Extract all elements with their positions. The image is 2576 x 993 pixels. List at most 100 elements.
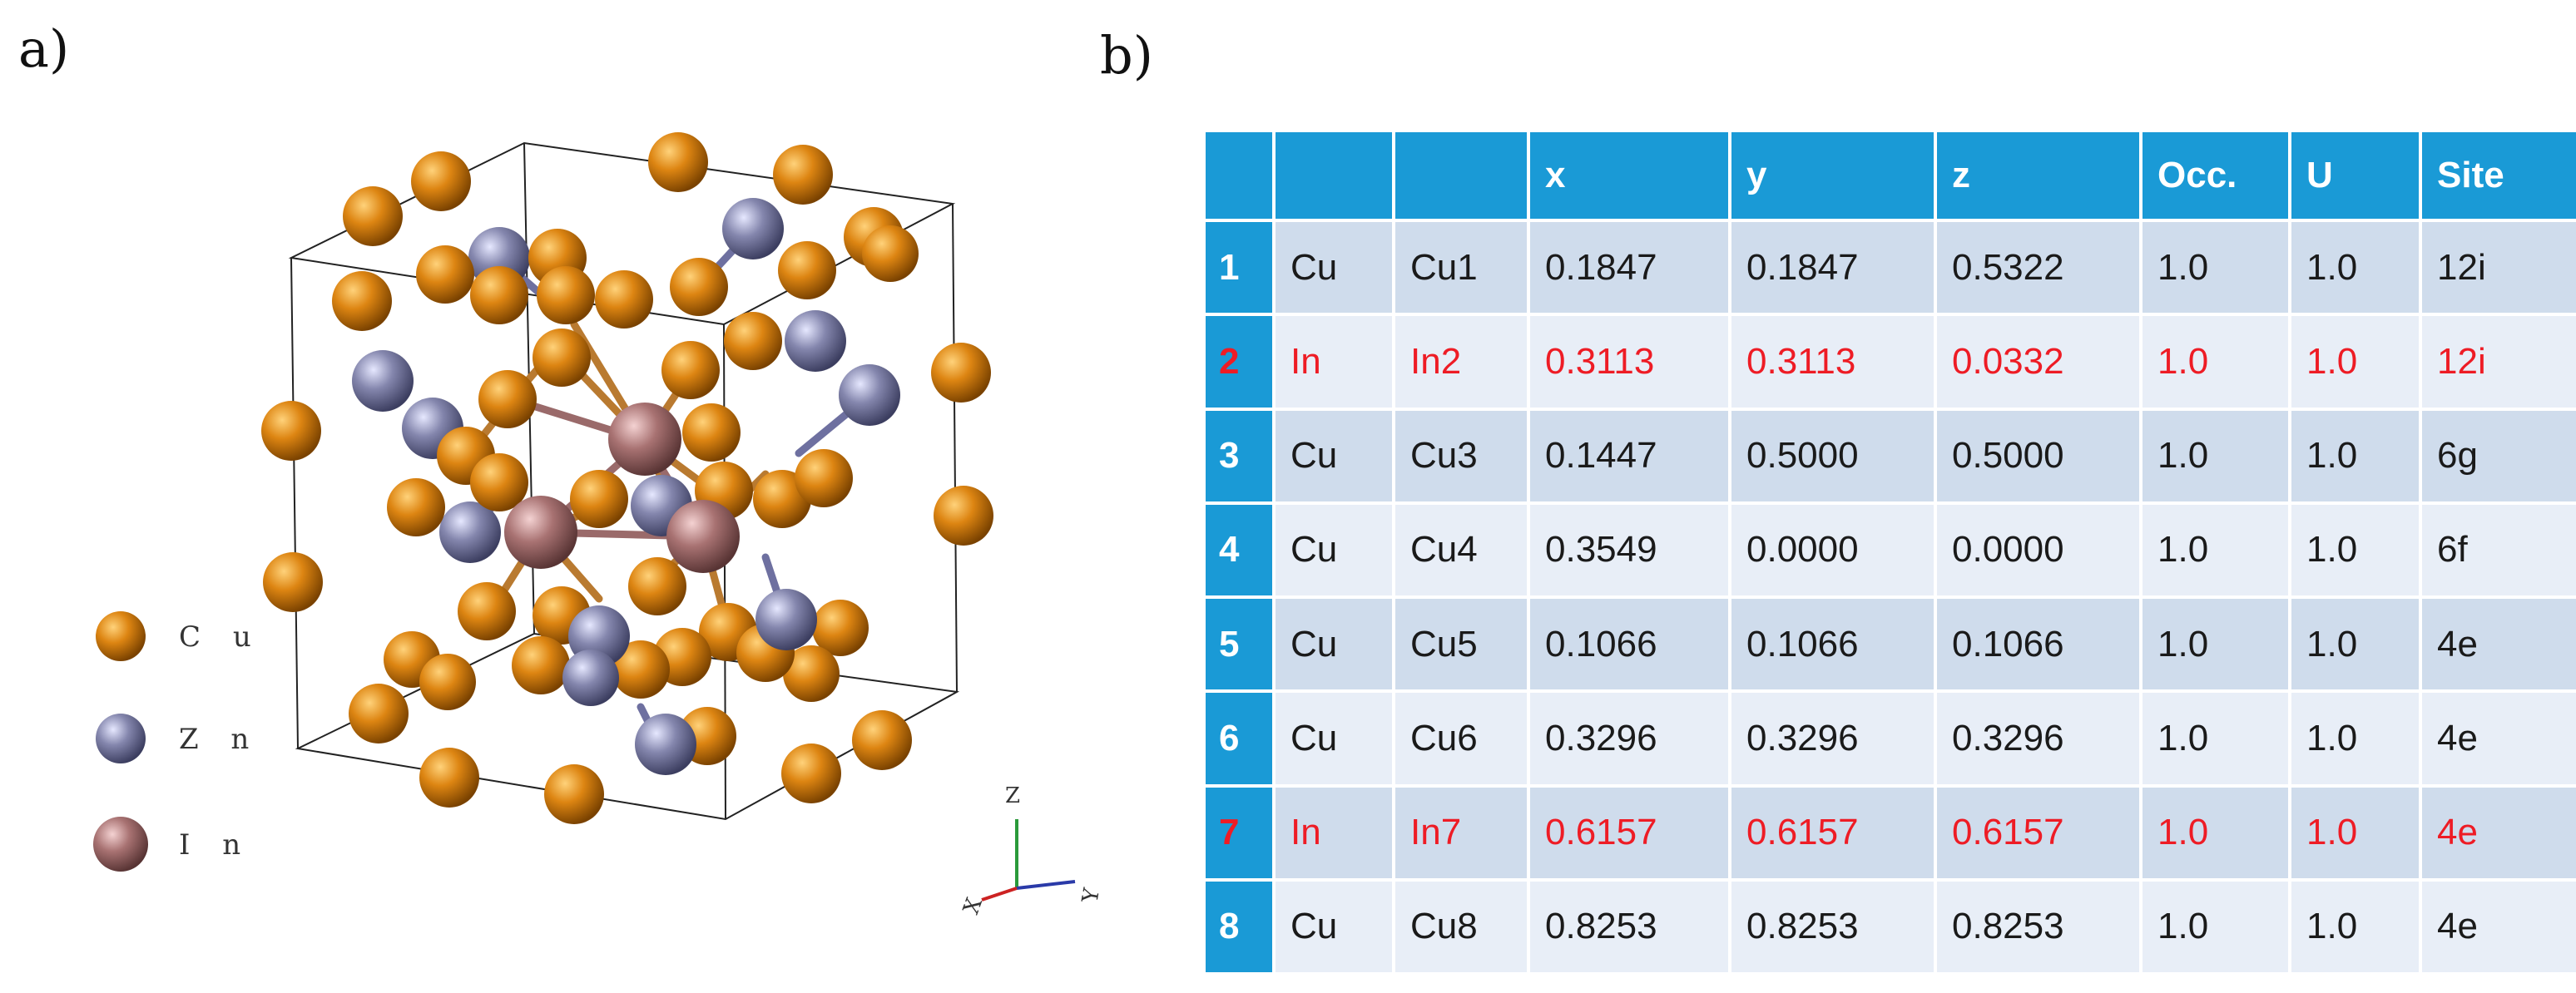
row-index: 5 xyxy=(1206,599,1272,690)
in-atom-icon xyxy=(93,817,148,872)
legend-label-zn: Z n xyxy=(179,723,260,756)
occ-cell: 1.0 xyxy=(2143,504,2288,595)
header-cell xyxy=(1395,132,1527,219)
row-index: 8 xyxy=(1206,881,1272,972)
x-cell: 0.8253 xyxy=(1530,881,1728,972)
legend-label-cu: C u xyxy=(179,620,263,654)
y-cell: 0.3296 xyxy=(1731,693,1934,784)
site-cell: 4e xyxy=(2422,881,2576,972)
panel-label-b: b) xyxy=(1100,25,1153,86)
site-cell: 4e xyxy=(2422,693,2576,784)
z-cell: 0.0332 xyxy=(1937,316,2139,408)
x-cell: 0.1066 xyxy=(1530,599,1728,690)
y-cell: 0.6157 xyxy=(1731,787,1934,878)
element-cell: In xyxy=(1276,316,1392,408)
u-cell: 1.0 xyxy=(2291,881,2419,972)
row-index: 1 xyxy=(1206,222,1272,314)
header-y: y xyxy=(1731,132,1934,219)
header-occ: Occ. xyxy=(2143,132,2288,219)
z-cell: 0.3296 xyxy=(1937,693,2139,784)
y-cell: 0.0000 xyxy=(1731,504,1934,595)
axis-label-z: Z xyxy=(1005,783,1020,808)
occ-cell: 1.0 xyxy=(2143,599,2288,690)
cu-atom-icon xyxy=(96,611,146,661)
u-cell: 1.0 xyxy=(2291,410,2419,501)
legend-item-in: I n xyxy=(93,817,252,872)
occ-cell: 1.0 xyxy=(2143,787,2288,878)
z-cell: 0.5322 xyxy=(1937,222,2139,314)
x-cell: 0.3113 xyxy=(1530,316,1728,408)
atoms xyxy=(261,132,993,824)
site-cell: 4e xyxy=(2422,787,2576,878)
atom-label-cell: Cu8 xyxy=(1395,881,1527,972)
x-cell: 0.3549 xyxy=(1530,504,1728,595)
u-cell: 1.0 xyxy=(2291,504,2419,595)
y-cell: 0.5000 xyxy=(1731,410,1934,501)
element-cell: Cu xyxy=(1276,410,1392,501)
u-cell: 1.0 xyxy=(2291,222,2419,314)
atom-label-cell: In2 xyxy=(1395,316,1527,408)
element-cell: Cu xyxy=(1276,881,1392,972)
occ-cell: 1.0 xyxy=(2143,316,2288,408)
z-cell: 0.5000 xyxy=(1937,410,2139,501)
occ-cell: 1.0 xyxy=(2143,693,2288,784)
site-cell: 6f xyxy=(2422,504,2576,595)
site-cell: 4e xyxy=(2422,599,2576,690)
u-cell: 1.0 xyxy=(2291,787,2419,878)
header-x: x xyxy=(1530,132,1728,219)
row-index: 4 xyxy=(1206,504,1272,595)
x-cell: 0.3296 xyxy=(1530,693,1728,784)
x-cell: 0.6157 xyxy=(1530,787,1728,878)
crystal-structure-image: C u Z n I n Z Y X xyxy=(93,132,1105,917)
row-index: 3 xyxy=(1206,410,1272,501)
element-cell: Cu xyxy=(1276,222,1392,314)
site-cell: 12i xyxy=(2422,316,2576,408)
header-site: Site xyxy=(2422,132,2576,219)
table-header-row: x y z Occ. U Site xyxy=(1206,132,2576,219)
element-cell: Cu xyxy=(1276,599,1392,690)
row-index: 6 xyxy=(1206,693,1272,784)
site-cell: 6g xyxy=(2422,410,2576,501)
y-cell: 0.3113 xyxy=(1731,316,1934,408)
occ-cell: 1.0 xyxy=(2143,410,2288,501)
panel-label-a: a) xyxy=(18,18,70,79)
header-cell xyxy=(1276,132,1392,219)
occ-cell: 1.0 xyxy=(2143,881,2288,972)
row-index: 7 xyxy=(1206,787,1272,878)
y-cell: 0.8253 xyxy=(1731,881,1934,972)
atom-label-cell: In7 xyxy=(1395,787,1527,878)
legend-item-zn: Z n xyxy=(96,714,260,763)
x-cell: 0.1447 xyxy=(1530,410,1728,501)
element-cell: Cu xyxy=(1276,504,1392,595)
z-cell: 0.1066 xyxy=(1937,599,2139,690)
z-cell: 0.0000 xyxy=(1937,504,2139,595)
atom-label-cell: Cu1 xyxy=(1395,222,1527,314)
zn-atom-icon xyxy=(96,714,146,763)
y-cell: 0.1847 xyxy=(1731,222,1934,314)
atom-label-cell: Cu3 xyxy=(1395,410,1527,501)
element-cell: In xyxy=(1276,787,1392,878)
legend-item-cu: C u xyxy=(96,611,263,661)
x-cell: 0.1847 xyxy=(1530,222,1728,314)
axis-triad: Z Y X xyxy=(959,783,1105,917)
header-u: U xyxy=(2291,132,2419,219)
u-cell: 1.0 xyxy=(2291,599,2419,690)
z-cell: 0.6157 xyxy=(1937,787,2139,878)
u-cell: 1.0 xyxy=(2291,693,2419,784)
legend-label-in: I n xyxy=(179,828,252,862)
occ-cell: 1.0 xyxy=(2143,222,2288,314)
site-cell: 12i xyxy=(2422,222,2576,314)
header-z: z xyxy=(1937,132,2139,219)
z-cell: 0.8253 xyxy=(1937,881,2139,972)
header-cell xyxy=(1206,132,1272,219)
